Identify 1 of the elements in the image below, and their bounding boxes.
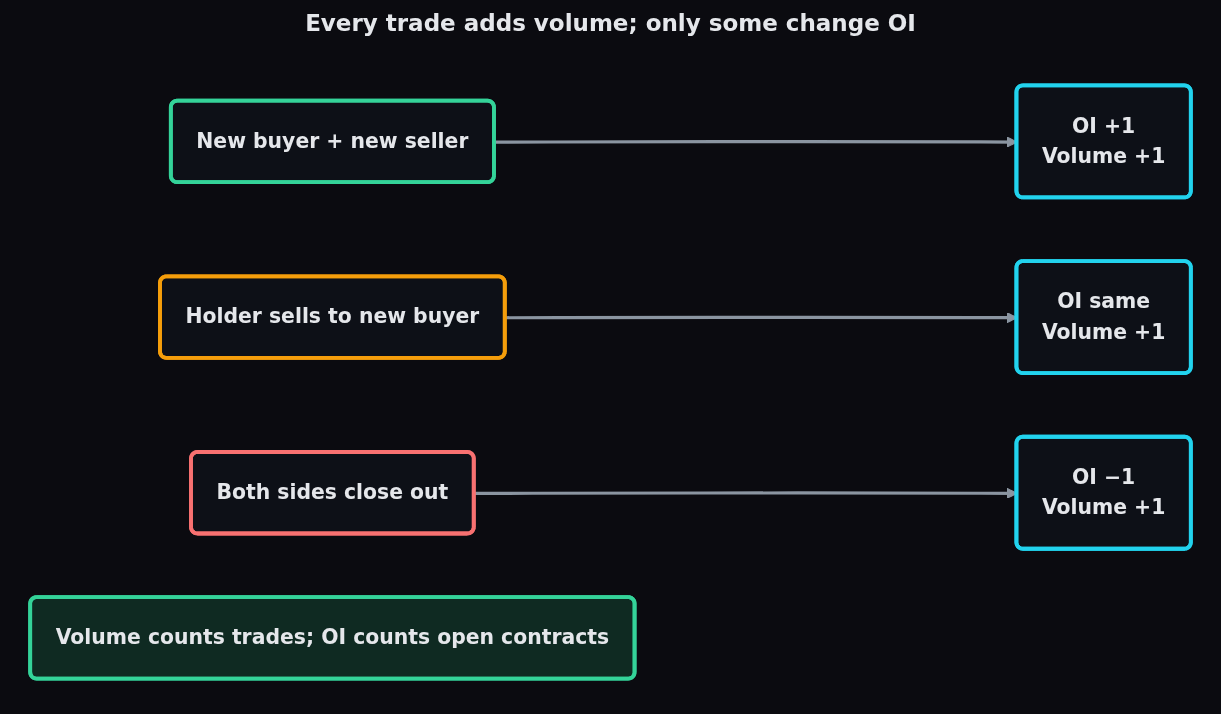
diagram-title: Every trade adds volume; only some change OI	[305, 10, 916, 36]
